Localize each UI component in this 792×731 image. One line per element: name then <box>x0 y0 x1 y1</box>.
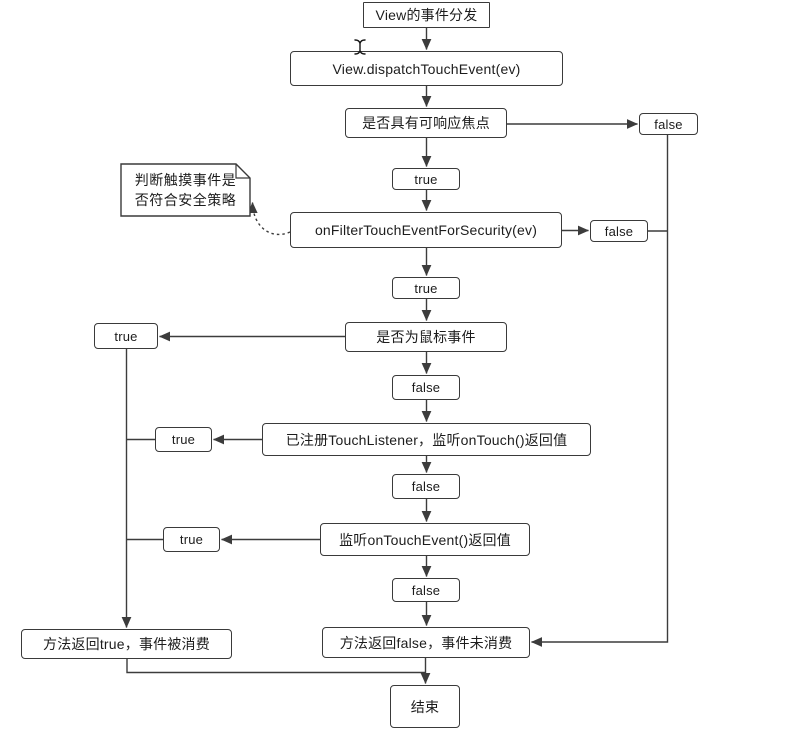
text-cursor-icon <box>354 39 366 55</box>
flowchart-node-return-true[interactable]: 方法返回true，事件被消费 <box>21 629 232 659</box>
flowchart-node-mouse-check[interactable]: 是否为鼠标事件 <box>345 322 507 352</box>
annotation-note-line2: 否符合安全策略 <box>134 192 237 208</box>
branch-label-true-4[interactable]: true <box>163 527 220 552</box>
flowchart-node-focus-check[interactable]: 是否具有可响应焦点 <box>345 108 507 138</box>
flowchart-node-return-false[interactable]: 方法返回false，事件未消费 <box>322 627 530 658</box>
annotation-note[interactable]: 判断触摸事件是 否符合安全策略 <box>120 163 251 217</box>
branch-label-true-1[interactable]: true <box>392 168 460 190</box>
branch-label-true-left[interactable]: true <box>94 323 158 349</box>
branch-label-false-1[interactable]: false <box>639 113 698 135</box>
annotation-note-text: 判断触摸事件是 否符合安全策略 <box>120 163 251 217</box>
flowchart-node-dispatch-touch-event[interactable]: View.dispatchTouchEvent(ev) <box>290 51 563 86</box>
branch-label-false-4[interactable]: false <box>392 474 460 499</box>
branch-label-true-3[interactable]: true <box>155 427 212 452</box>
flowchart-node-start[interactable]: View的事件分发 <box>363 2 490 28</box>
branch-label-false-5[interactable]: false <box>392 578 460 602</box>
note-shape-icon <box>120 163 251 217</box>
branch-label-false-3[interactable]: false <box>392 375 460 400</box>
branch-label-true-2[interactable]: true <box>392 277 460 299</box>
flowchart-node-on-touch-event-check[interactable]: 监听onTouchEvent()返回值 <box>320 523 530 556</box>
flowchart-node-touch-listener-check[interactable]: 已注册TouchListener，监听onTouch()返回值 <box>262 423 591 456</box>
branch-label-false-2[interactable]: false <box>590 220 648 242</box>
flowchart-node-security-filter[interactable]: onFilterTouchEventForSecurity(ev) <box>290 212 562 248</box>
flowchart-node-end[interactable]: 结束 <box>390 685 460 728</box>
annotation-note-line1: 判断触摸事件是 <box>134 171 237 188</box>
